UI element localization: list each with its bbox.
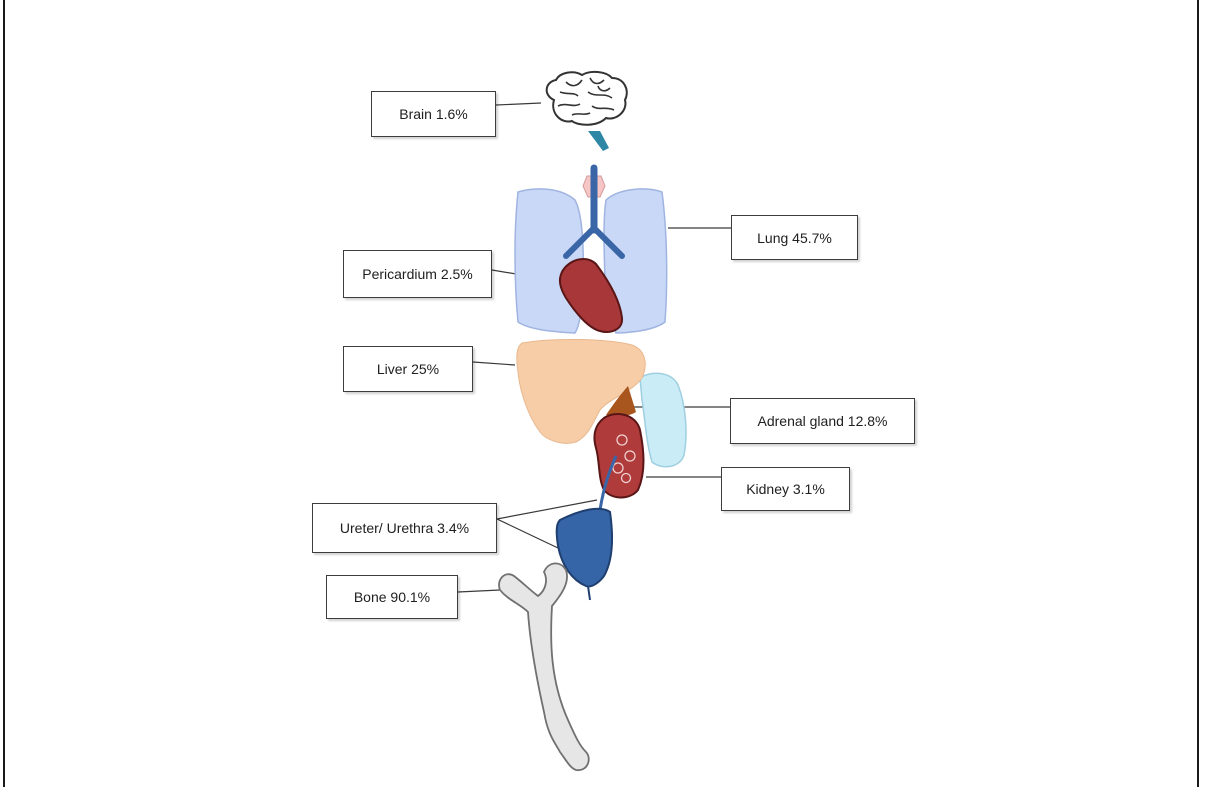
bone-connector (458, 590, 500, 592)
pericardium-label: Pericardium 2.5% (343, 250, 492, 298)
brain-connector (496, 103, 541, 105)
bone-label: Bone 90.1% (326, 575, 458, 619)
ureter-connector-lower (497, 519, 558, 548)
femur-bone-icon (499, 563, 589, 770)
liver-label: Liver 25% (343, 346, 473, 392)
kidney-label: Kidney 3.1% (721, 467, 850, 511)
brain-icon (547, 72, 627, 151)
brain-label: Brain 1.6% (371, 91, 496, 137)
spleen-icon (640, 373, 686, 466)
ureter-urethra-label: Ureter/ Urethra 3.4% (312, 503, 497, 553)
liver-connector (473, 362, 515, 365)
kidney-icon (594, 414, 643, 498)
adrenal-gland-label: Adrenal gland 12.8% (730, 398, 915, 444)
lung-label: Lung 45.7% (731, 215, 858, 260)
